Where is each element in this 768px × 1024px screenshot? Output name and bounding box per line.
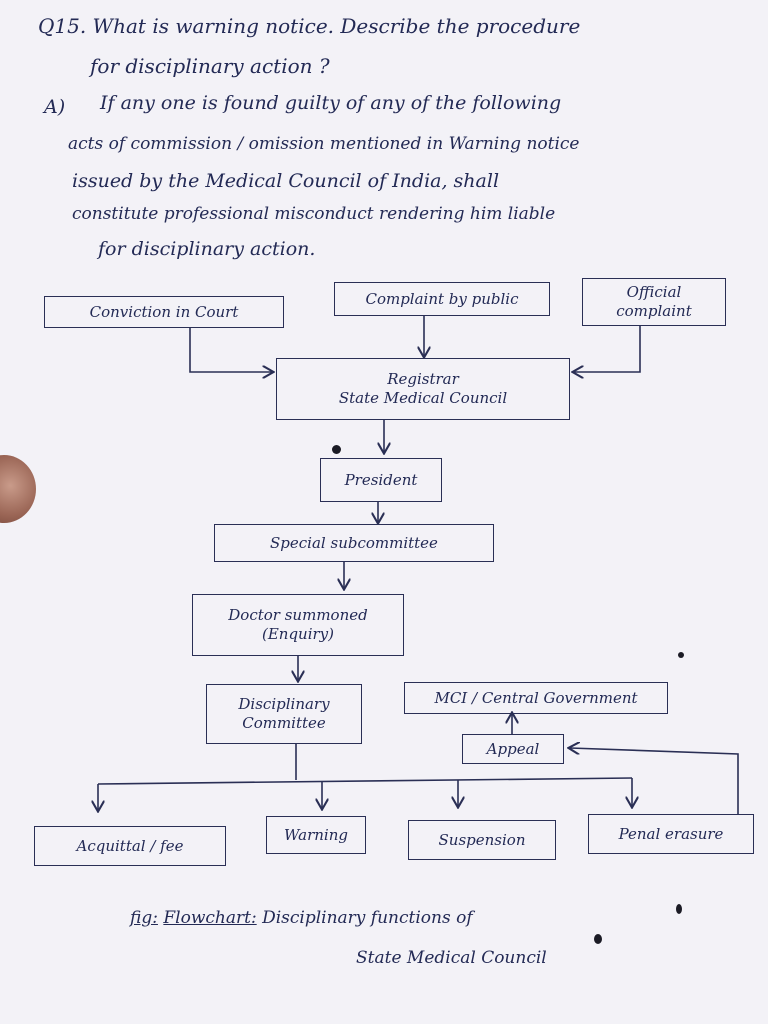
box-acquittal: Acquittal / fee	[34, 826, 226, 866]
box-official-line-1: Official	[626, 283, 682, 302]
box-president-label: President	[344, 470, 418, 489]
box-president: President	[320, 458, 442, 502]
answer-line-4: constitute professional misconduct rende…	[72, 204, 556, 224]
box-doctor-summoned: Doctor summoned (Enquiry)	[192, 594, 404, 656]
caption-fig: fig:	[130, 908, 158, 928]
box-disciplinary-line-2: Committee	[242, 714, 326, 732]
answer-line-5: for disciplinary action.	[98, 238, 316, 260]
box-suspension: Suspension	[408, 820, 556, 860]
thumb-image	[0, 455, 36, 523]
box-official-complaint: Official complaint	[582, 278, 726, 326]
ink-dot	[332, 445, 341, 454]
ink-dot	[594, 934, 602, 944]
box-complaint-label: Complaint by public	[365, 289, 519, 308]
caption-flowchart: Flowchart:	[163, 908, 257, 928]
box-appeal-label: Appeal	[486, 739, 540, 758]
caption-line-2: State Medical Council	[356, 948, 547, 968]
question-line-2: for disciplinary action ?	[90, 54, 330, 78]
box-suspension-label: Suspension	[438, 830, 526, 849]
box-subcommittee-label: Special subcommittee	[270, 533, 438, 552]
answer-line-1: If any one is found guilty of any of the…	[100, 92, 562, 114]
caption-rest-1: Disciplinary functions of	[262, 908, 473, 928]
box-conviction-label: Conviction in Court	[89, 302, 239, 321]
box-penal-label: Penal erasure	[618, 824, 724, 843]
box-acquittal-label: Acquittal / fee	[76, 836, 184, 855]
box-warning: Warning	[266, 816, 366, 854]
box-penal-erasure: Penal erasure	[588, 814, 754, 854]
box-conviction-in-court: Conviction in Court	[44, 296, 284, 328]
box-special-subcommittee: Special subcommittee	[214, 524, 494, 562]
box-registrar-line-2: State Medical Council	[338, 389, 508, 407]
ink-dot	[678, 652, 684, 658]
box-mci-label: MCI / Central Government	[434, 688, 638, 707]
caption-line-1: fig: Flowchart: Disciplinary functions o…	[130, 908, 473, 928]
box-disciplinary-committee: Disciplinary Committee	[206, 684, 362, 744]
box-appeal: Appeal	[462, 734, 564, 764]
question-line-1: Q15. What is warning notice. Describe th…	[38, 14, 581, 38]
box-mci-central-government: MCI / Central Government	[404, 682, 668, 714]
box-warning-label: Warning	[284, 825, 348, 844]
answer-label: A)	[44, 96, 66, 118]
ink-dot	[676, 904, 682, 914]
box-complaint-by-public: Complaint by public	[334, 282, 550, 316]
answer-line-3: issued by the Medical Council of India, …	[72, 170, 500, 192]
box-registrar-line-1: Registrar	[387, 370, 459, 389]
box-official-line-2: complaint	[616, 302, 692, 320]
box-registrar: Registrar State Medical Council	[276, 358, 570, 420]
box-doctor-line-1: Doctor summoned	[228, 606, 368, 625]
box-doctor-line-2: (Enquiry)	[261, 625, 335, 643]
answer-line-2: acts of commission / omission mentioned …	[68, 134, 580, 154]
box-disciplinary-line-1: Disciplinary	[238, 695, 330, 714]
